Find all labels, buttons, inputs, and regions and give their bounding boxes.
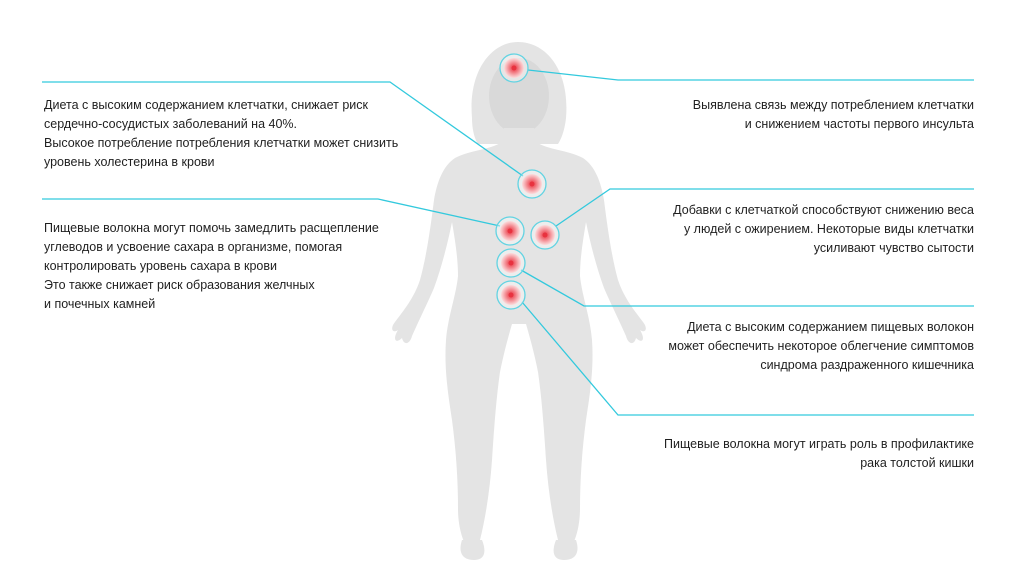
note-ibs: Диета с высоким содержанием пищевых воло…	[668, 318, 974, 375]
connector-obesity	[555, 188, 974, 227]
side-marker	[530, 220, 560, 250]
note-line: Высокое потребление потребления клетчатк…	[44, 136, 399, 150]
note-line: контролировать уровень сахара в крови	[44, 259, 277, 273]
stomach-marker	[495, 216, 525, 246]
connector-colon	[521, 301, 974, 416]
note-line: рака толстой кишки	[860, 456, 974, 470]
note-blood-sugar: Пищевые волокна могут помочь замедлить р…	[44, 219, 379, 314]
note-line: Пищевые волокна могут играть роль в проф…	[664, 437, 974, 451]
head-marker	[499, 53, 529, 83]
note-line: синдрома раздраженного кишечника	[760, 358, 974, 372]
note-line: и почечных камней	[44, 297, 156, 311]
chest-marker	[517, 169, 547, 199]
note-line: усиливают чувство сытости	[813, 241, 974, 255]
note-line: сердечно-сосудистых заболеваний на 40%.	[44, 117, 297, 131]
connector-lines	[42, 69, 974, 416]
note-line: Добавки с клетчаткой способствуют снижен…	[673, 203, 974, 217]
note-line: Пищевые волокна могут помочь замедлить р…	[44, 221, 379, 235]
note-line: Диета с высоким содержанием пищевых воло…	[687, 320, 974, 334]
connector-sugar	[42, 198, 501, 227]
note-line: углеводов и усвоение сахара в организме,…	[44, 240, 343, 254]
note-line: Это также снижает риск образования желчн…	[44, 278, 315, 292]
note-line: Выявлена связь между потреблением клетча…	[692, 98, 974, 112]
note-weight-loss: Добавки с клетчаткой способствуют снижен…	[673, 201, 974, 258]
note-stroke: Выявлена связь между потреблением клетча…	[693, 96, 974, 134]
lower-abdomen-marker	[496, 280, 526, 310]
abdomen-marker	[496, 248, 526, 278]
note-line: уровень холестерина в крови	[44, 155, 215, 169]
connector-heart	[42, 81, 524, 177]
note-line: у людей с ожирением. Некоторые виды клет…	[683, 222, 974, 236]
note-heart-disease: Диета с высоким содержанием клетчатки, с…	[44, 96, 398, 172]
note-line: Диета с высоким содержанием клетчатки, с…	[44, 98, 368, 112]
note-line: может обеспечить некоторое облегчение си…	[668, 339, 974, 353]
connector-stroke	[527, 69, 974, 81]
note-colon-cancer: Пищевые волокна могут играть роль в проф…	[664, 435, 974, 473]
note-line: и снижением частоты первого инсульта	[744, 117, 974, 131]
connector-ibs	[520, 269, 974, 307]
